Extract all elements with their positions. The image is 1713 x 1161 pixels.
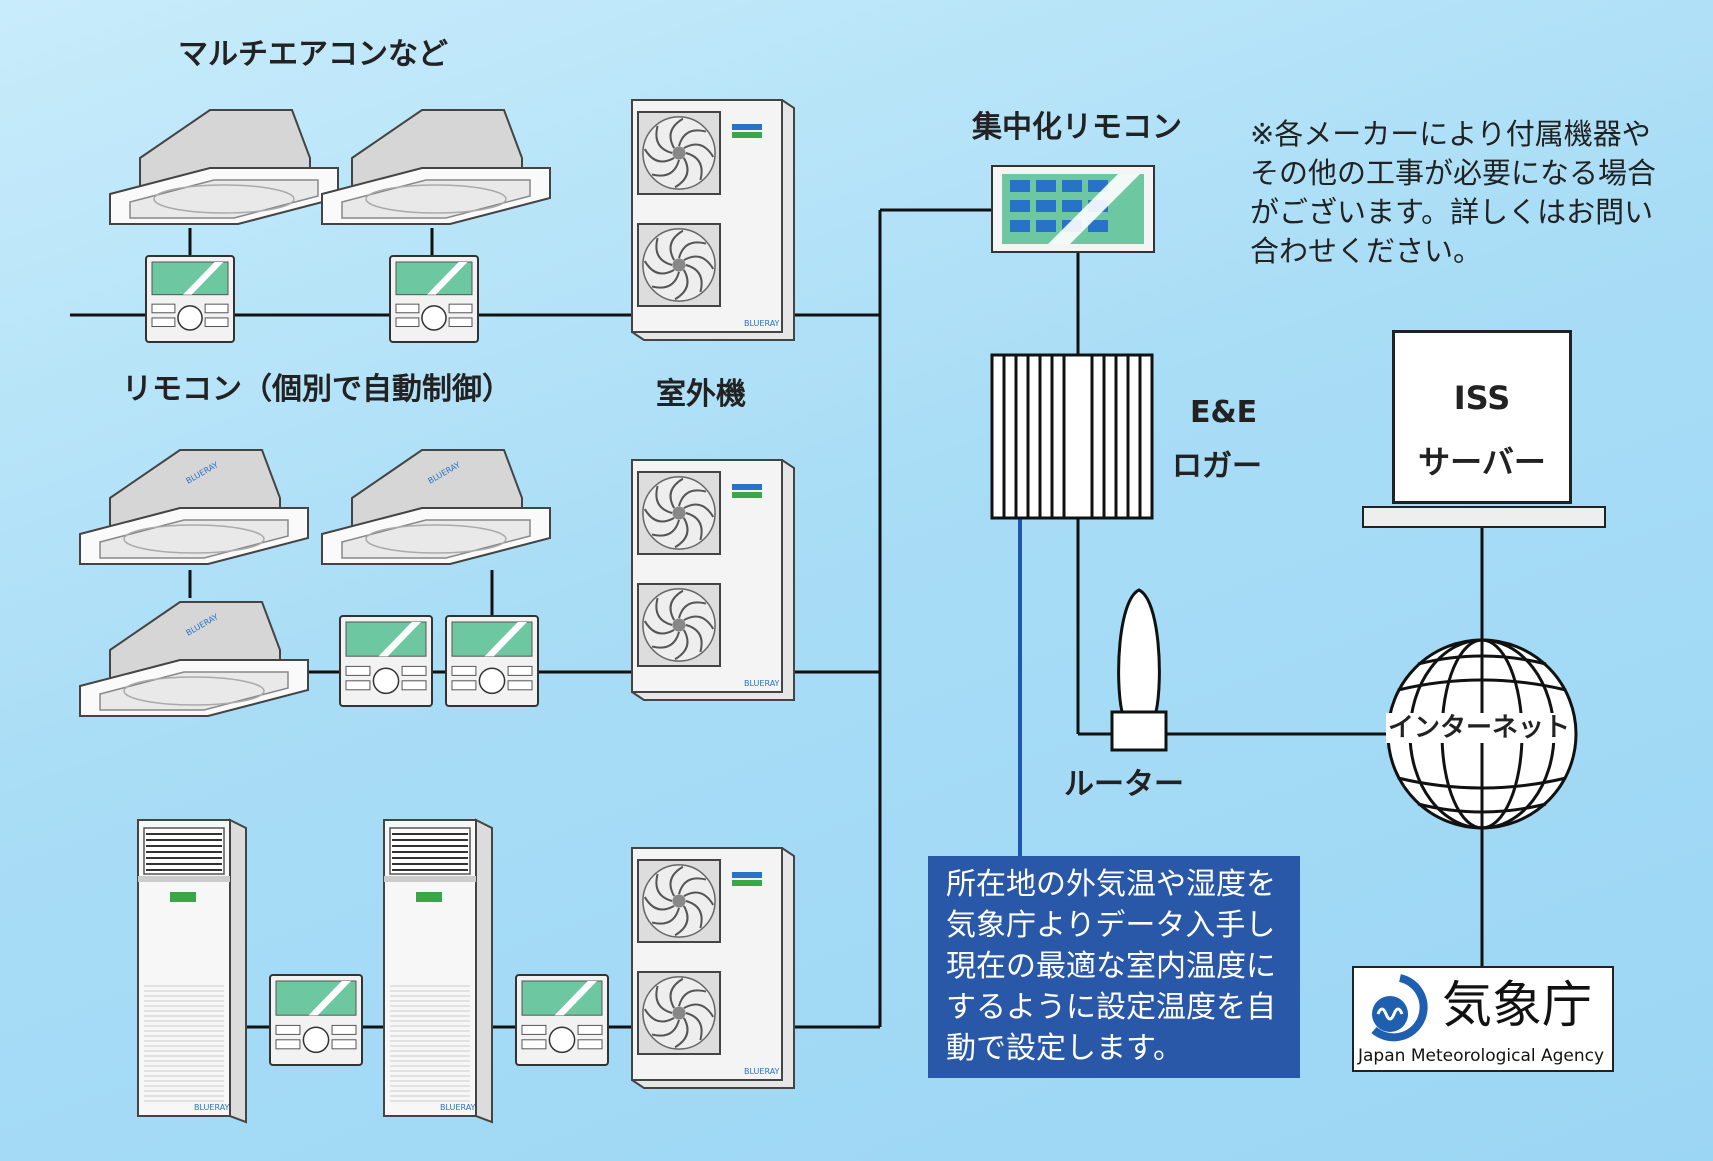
note-line: ※各メーカーにより付属機器や [1250, 117, 1651, 151]
floor-standing-ac-icon: BLUERAY [137, 818, 247, 1124]
router-label: ルーター [1064, 767, 1184, 802]
svg-text:BLUERAY: BLUERAY [194, 1103, 230, 1112]
floor-standing-ac-icon: BLUERAY [383, 818, 493, 1124]
info-line: 気象庁よりデータ入手し [946, 908, 1276, 943]
server-icon: ISS サーバー [1392, 330, 1572, 504]
iss-label: ISS [1453, 379, 1511, 417]
jma-name-en: Japan Meteorological Agency [1358, 1046, 1605, 1066]
remote-controller-icon [389, 255, 479, 343]
info-line: 動で設定します。 [946, 1031, 1183, 1066]
weather-info-box: 所在地の外気温や湿度を 気象庁よりデータ入手し 現在の最適な室内温度に するよう… [928, 856, 1300, 1078]
central-remote-icon [991, 165, 1155, 253]
remote-controller-icon [339, 615, 433, 707]
svg-text:BLUERAY: BLUERAY [744, 1067, 780, 1076]
jma-name-ja: 気象庁 [1442, 976, 1592, 1034]
outdoor-unit-icon: BLUERAY [631, 847, 795, 1089]
note-line: 合わせください。 [1250, 234, 1483, 268]
cassette-ac-icon [321, 109, 551, 225]
multi-aircon-label: マルチエアコンなど [178, 37, 448, 72]
remote-controller-icon [445, 615, 539, 707]
cassette-ac-icon: BLUERAY [79, 449, 309, 565]
logger-icon [990, 353, 1154, 520]
cassette-ac-icon: BLUERAY [321, 449, 551, 565]
remote-controller-icon [515, 974, 609, 1066]
info-line: 現在の最適な室内温度に [946, 949, 1276, 984]
svg-text:BLUERAY: BLUERAY [744, 319, 780, 328]
remote-individual-label: リモコン（個別で自動制御） [122, 372, 512, 407]
info-line: 所在地の外気温や湿度を [946, 867, 1276, 902]
server-base [1362, 506, 1606, 528]
svg-text:BLUERAY: BLUERAY [440, 1103, 476, 1112]
info-line: するように設定温度を自 [946, 990, 1276, 1025]
jma-logo-icon [1371, 974, 1428, 1042]
installation-note: ※各メーカーにより付属機器や その他の工事が必要になる場合 がございます。詳しく… [1250, 115, 1690, 271]
ee-logger-label-1: E&E [1190, 395, 1258, 430]
svg-text:BLUERAY: BLUERAY [744, 679, 780, 688]
jma-logo: 気象庁 Japan Meteorological Agency [1352, 966, 1614, 1072]
server-label: サーバー [1418, 443, 1546, 481]
note-line: がございます。詳しくはお問い [1250, 195, 1654, 229]
note-line: その他の工事が必要になる場合 [1250, 156, 1657, 190]
internet-label: インターネット [1386, 713, 1573, 743]
outdoor-unit-label: 室外機 [656, 377, 746, 412]
cassette-ac-icon: BLUERAY [79, 601, 309, 717]
central-remote-label: 集中化リモコン [972, 110, 1182, 145]
router-icon [1110, 588, 1168, 752]
remote-controller-icon [269, 974, 363, 1066]
outdoor-unit-icon: BLUERAY [631, 459, 795, 701]
outdoor-unit-icon: BLUERAY [631, 99, 795, 341]
ee-logger-label-2: ロガー [1172, 449, 1262, 484]
cassette-ac-icon [109, 109, 339, 225]
remote-controller-icon [145, 255, 235, 343]
